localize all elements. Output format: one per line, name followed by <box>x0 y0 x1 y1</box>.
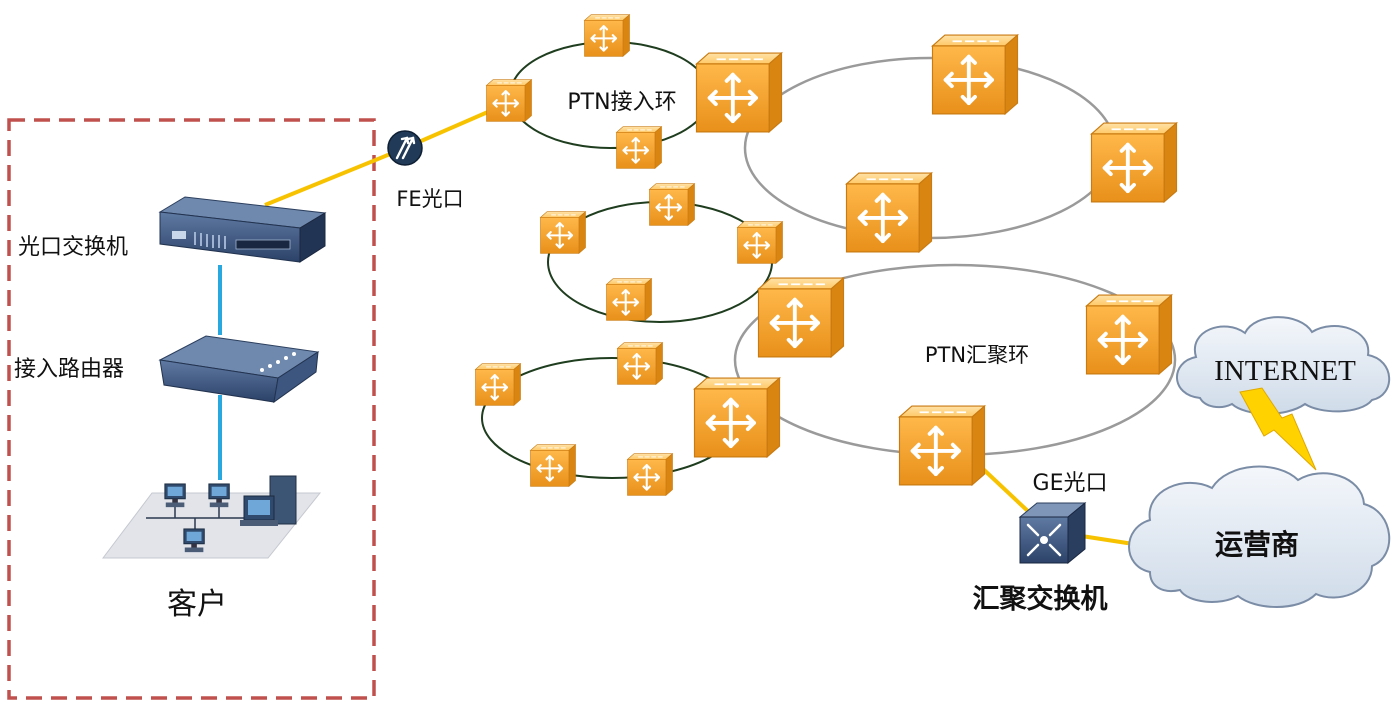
ge-port-label: GE光口 <box>1033 471 1108 496</box>
link-switch-to-fe <box>264 146 406 207</box>
fe-port-icon <box>387 130 423 166</box>
ptn-node-icon <box>1087 295 1172 374</box>
access-ring-label: PTN接入环 <box>567 90 676 115</box>
ptn-node-icon <box>933 35 1018 114</box>
customer-label: 客户 <box>167 587 227 622</box>
ptn-node-icon <box>529 443 577 488</box>
customer-boundary <box>7 118 376 700</box>
ptn-node-icon <box>539 210 587 255</box>
ptn-node-icon <box>626 452 674 497</box>
optical-switch-icon <box>158 196 327 263</box>
ptn-node-icon <box>847 173 932 252</box>
ptn-node-icon <box>615 125 663 170</box>
ptn-node-icon <box>695 378 780 457</box>
ptn-node-icon <box>1092 123 1177 202</box>
aggregation-switch-label: 汇聚交换机 <box>973 583 1108 615</box>
ptn-node-icon <box>697 53 782 132</box>
optical-switch-label: 光口交换机 <box>18 235 128 260</box>
ptn-node-icon <box>474 362 522 407</box>
lightning-icon <box>1239 387 1317 471</box>
ptn-node-icon <box>583 13 631 58</box>
aggregation-ring-label: PTN汇聚环 <box>925 343 1029 367</box>
ptn-node-icon <box>485 78 533 123</box>
ptn-node-icon <box>616 341 664 386</box>
ptn-node-icon <box>605 277 653 322</box>
ptn-node-icon <box>900 406 985 485</box>
link-aggregation-node-to-switch <box>980 466 1034 517</box>
fiber-links <box>264 106 1141 547</box>
lan-workstations-icon <box>101 475 322 559</box>
access-router-icon <box>158 335 320 404</box>
internet-label: INTERNET <box>1214 355 1356 387</box>
aggregation-switch-icon <box>1018 501 1087 565</box>
operator-cloud-icon <box>1128 465 1391 608</box>
fe-port-label: FE光口 <box>396 187 463 211</box>
access-router-label: 接入路由器 <box>14 357 124 382</box>
ptn-node-icon <box>759 278 844 357</box>
ptn-node-icon <box>648 182 696 227</box>
operator-label: 运营商 <box>1215 528 1299 561</box>
ptn-node-icon <box>736 220 784 265</box>
